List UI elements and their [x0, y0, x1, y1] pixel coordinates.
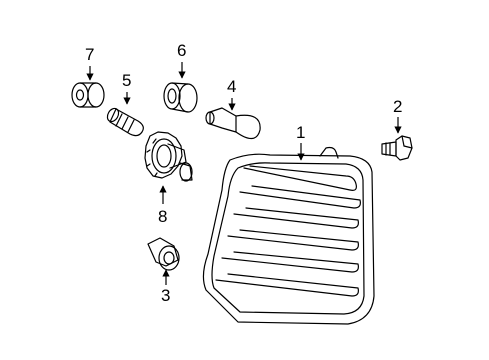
part-8-gear-socket[interactable] [144, 131, 193, 182]
part-3-clip[interactable] [147, 237, 180, 271]
callout-5: 5 [122, 71, 131, 90]
callout-6: 6 [177, 41, 186, 60]
callout-3: 3 [161, 286, 170, 305]
part-6-socket[interactable] [163, 82, 198, 113]
part-4-bulb[interactable] [205, 107, 261, 140]
callout-4: 4 [227, 77, 236, 96]
part-7-grommet[interactable] [71, 82, 105, 108]
callout-7: 7 [85, 45, 94, 64]
callout-2: 2 [393, 97, 402, 116]
part-2-screw[interactable] [381, 135, 413, 161]
callout-8: 8 [158, 207, 167, 226]
part-1-tail-lamp[interactable] [202, 146, 375, 325]
part-5-wedge-bulb[interactable] [105, 106, 144, 137]
callout-1: 1 [296, 123, 305, 142]
